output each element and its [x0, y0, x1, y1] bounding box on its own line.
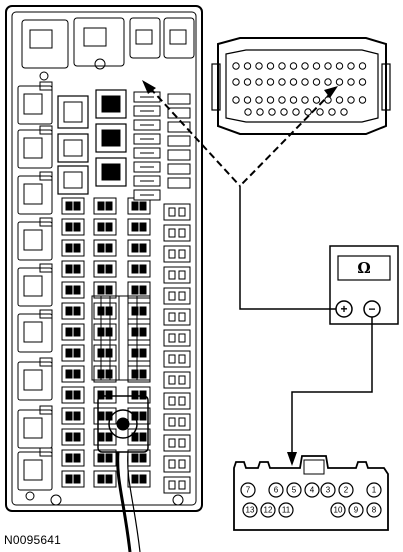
ohmmeter: Ω + −	[329, 245, 399, 325]
pin-label: 8	[372, 506, 377, 515]
connector-pin-11: 11	[278, 502, 294, 518]
probe-lead-fusebox	[149, 87, 241, 187]
pin-label: 10	[334, 506, 343, 515]
positive-terminal-label: +	[340, 302, 347, 316]
pin-label: 9	[354, 506, 359, 515]
connector-pin-12: 12	[260, 502, 276, 518]
pin-label: 11	[282, 506, 291, 515]
test-leads	[142, 80, 373, 466]
pin-label: 6	[274, 486, 279, 495]
connector-pin-5: 5	[286, 482, 302, 498]
connector-pin-6: 6	[268, 482, 284, 498]
pin-label: 5	[292, 486, 297, 495]
module-connector	[211, 37, 391, 135]
pin-label: 1	[372, 486, 377, 495]
pin-label: 3	[326, 486, 331, 495]
connector-pin-8: 8	[366, 502, 382, 518]
connector-pin-2: 2	[338, 482, 354, 498]
connector-pin-3: 3	[320, 482, 336, 498]
connector-pin-4: 4	[304, 482, 320, 498]
figure-reference: N0095641	[4, 533, 61, 547]
pin-label: 4	[310, 486, 315, 495]
pin-label: 13	[246, 506, 255, 515]
connector-pin-13: 13	[242, 502, 258, 518]
connector-pin-9: 9	[348, 502, 364, 518]
13-pin-connector: 7 6 5 4 3 2 1 13 12 11 10 9 8	[233, 455, 389, 531]
positive-lead	[239, 186, 336, 310]
ohm-symbol: Ω	[357, 259, 370, 277]
connector-pin-7: 7	[240, 482, 256, 498]
connector-pin-1: 1	[366, 482, 382, 498]
fuse-junction-box	[5, 5, 203, 552]
ohmmeter-display	[337, 255, 391, 281]
pin-label: 12	[264, 506, 273, 515]
connector-pin-10: 10	[330, 502, 346, 518]
pin-label: 7	[246, 486, 251, 495]
pin-label: 2	[344, 486, 349, 495]
negative-terminal-label: −	[368, 302, 375, 316]
negative-lead	[291, 317, 373, 460]
